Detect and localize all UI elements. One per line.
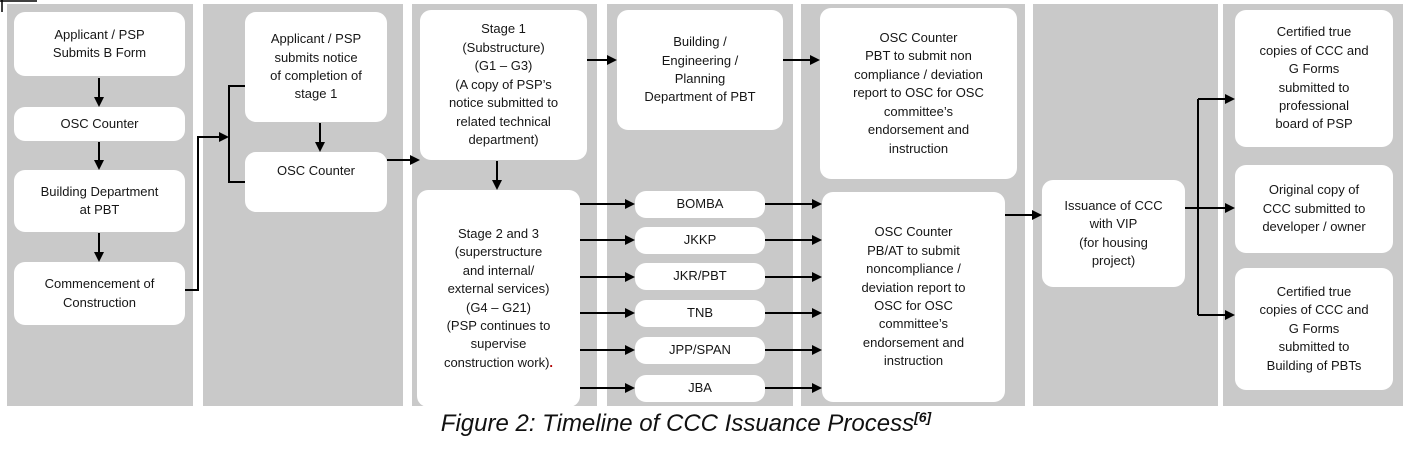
osc-counter-box-2: OSC Counter [245, 152, 387, 212]
commencement-of-construction-box: Commencement of Construction [14, 262, 185, 325]
box-label: Stage 1 (Substructure) (G1 – G3) (A copy… [448, 21, 559, 148]
caption-reference: [6] [914, 409, 932, 425]
box-label: Applicant / PSP submits notice of comple… [270, 31, 362, 102]
box-label: Issuance of CCC with VIP (for housing pr… [1064, 197, 1163, 268]
box-label: Certified true copies of CCC and G Forms… [1259, 283, 1369, 373]
box-label: Original copy of CCC submitted to develo… [1262, 182, 1366, 235]
applicant-submits-b-form-box: Applicant / PSP Submits B Form [14, 12, 185, 76]
box-label: BOMBA [676, 196, 724, 212]
box-label: Building Department at PBT [40, 183, 159, 217]
osc-counter-pbat-report-box: OSC Counter PB/AT to submit noncomplianc… [822, 192, 1005, 402]
certified-copies-building-pbt-box: Certified true copies of CCC and G Forms… [1235, 268, 1393, 390]
caption-text: Figure 2: Timeline of CCC Issuance Proce… [440, 410, 915, 437]
building-engineering-planning-box: Building / Engineering / Planning Depart… [617, 10, 783, 130]
box-label: OSC Counter [60, 115, 139, 131]
stage1-substructure-box: Stage 1 (Substructure) (G1 – G3) (A copy… [420, 10, 587, 160]
stage2-3-superstructure-box: Stage 2 and 3 (superstructure and intern… [417, 190, 580, 407]
issuance-ccc-vip-box: Issuance of CCC with VIP (for housing pr… [1042, 180, 1185, 287]
box-label: OSC Counter PB/AT to submit noncomplianc… [861, 224, 966, 369]
box-label: OSC Counter PBT to submit non compliance… [853, 29, 984, 156]
box-label: JKKP [683, 232, 717, 248]
osc-counter-box-1: OSC Counter [14, 107, 185, 141]
box-label: Applicant / PSP Submits B Form [52, 26, 147, 60]
red-period-mark: . [549, 354, 554, 370]
osc-counter-pbt-report-box: OSC Counter PBT to submit non compliance… [820, 8, 1017, 179]
box-label-wrap: Stage 2 and 3 (superstructure and intern… [417, 225, 580, 373]
agency-box-jkkp: JKKP [635, 227, 765, 254]
box-label: OSC Counter [276, 163, 356, 178]
original-copy-developer-owner-box: Original copy of CCC submitted to develo… [1235, 165, 1393, 253]
agency-box-jba: JBA [635, 375, 765, 402]
box-label: JKR/PBT [673, 268, 727, 284]
agency-box-tnb: TNB [635, 300, 765, 327]
figure-caption: Figure 2: Timeline of CCC Issuance Proce… [0, 409, 1372, 438]
building-department-pbt-box: Building Department at PBT [14, 170, 185, 232]
agency-box-jpp-span: JPP/SPAN [635, 337, 765, 364]
certified-copies-psp-board-box: Certified true copies of CCC and G Forms… [1235, 10, 1393, 147]
agency-box-jkr-pbt: JKR/PBT [635, 263, 765, 290]
box-label: TNB [687, 305, 713, 321]
agency-box-bomba: BOMBA [635, 191, 765, 218]
box-label: Commencement of Construction [44, 276, 155, 310]
notice-completion-stage1-box: Applicant / PSP submits notice of comple… [245, 12, 387, 122]
box-label: Building / Engineering / Planning Depart… [644, 34, 756, 105]
box-label: JBA [688, 380, 712, 396]
box-label: Certified true copies of CCC and G Forms… [1259, 24, 1369, 132]
box-label: JPP/SPAN [669, 342, 731, 358]
box-label: Stage 2 and 3 (superstructure and intern… [443, 225, 551, 370]
